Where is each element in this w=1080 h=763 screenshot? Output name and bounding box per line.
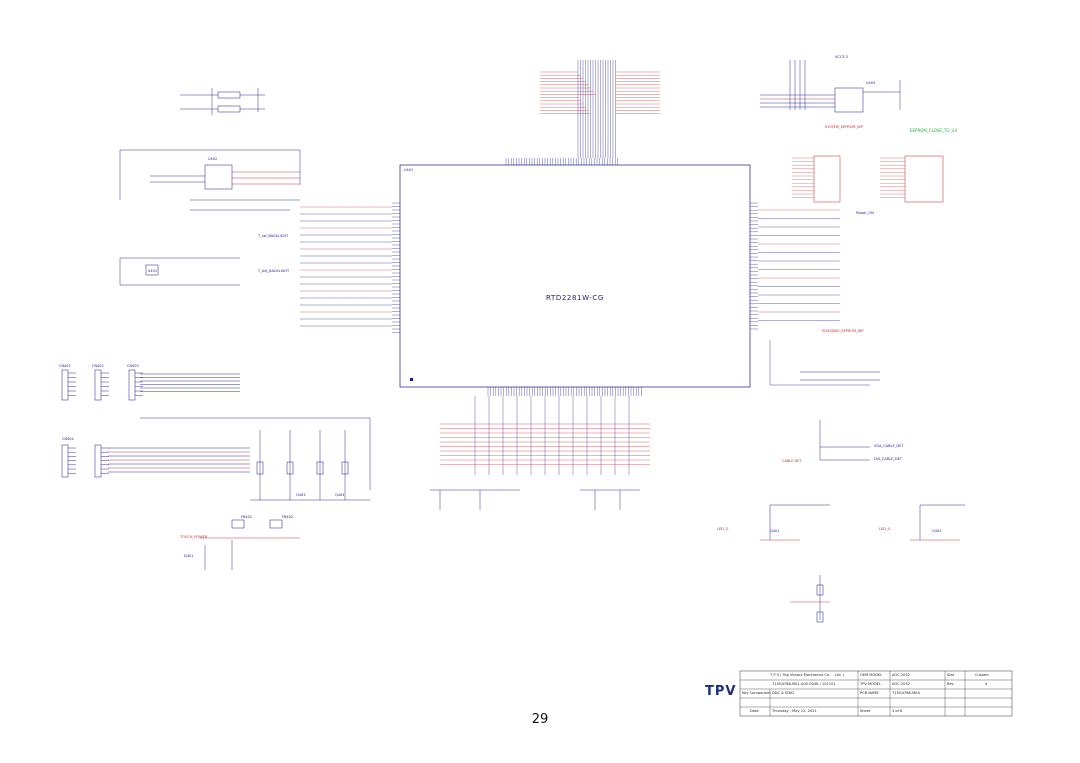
tb-tpv-model-label: TPV MODEL <box>860 682 881 686</box>
ref-q401: Q401 <box>770 529 779 533</box>
ref-q404: Q404 <box>335 493 345 497</box>
title-block <box>739 670 1013 717</box>
tb-rev-value: 4 <box>985 682 988 686</box>
tpv-logo: TPV <box>705 684 737 699</box>
net-label-vcc: VCC3.3 <box>835 55 848 59</box>
net-label-adj-backlight: T_Adj_BACKLIGHT <box>257 269 290 273</box>
net-label-system-eeprom: SYSTEM_EEPROM_WP <box>825 125 863 129</box>
ferrite-fb401 <box>231 519 245 529</box>
connector-block <box>813 155 841 203</box>
ref-fb401: FB401 <box>241 515 252 519</box>
eeprom-u403 <box>834 87 864 113</box>
ic-part-name: RTD2281W-CG <box>546 294 604 302</box>
resistor <box>816 611 824 623</box>
tb-key-component: DDC & EDID <box>772 691 794 695</box>
tb-pcb-name: 715G4786-M0A <box>892 691 920 695</box>
tb-drawing-no: 715G4786-M01-000-004K / 101101 <box>772 682 836 686</box>
ic-body-rtd2281w <box>399 164 751 388</box>
tb-date-label: Date <box>750 709 759 713</box>
connector-block <box>904 155 944 203</box>
net-label-dvi-cable: DVI_CABLE_DET <box>874 457 903 461</box>
connector-cn <box>61 369 69 401</box>
tb-key-component-label: Key Component <box>742 691 771 695</box>
net-label-led-o: LED_O <box>717 527 729 531</box>
page-number: 29 <box>531 712 549 727</box>
resistor <box>341 461 349 475</box>
resistor <box>316 461 324 475</box>
ref-cn403: CN403 <box>127 364 139 368</box>
tb-oem-model: AOC 2052 <box>892 673 911 677</box>
ref-cn404: CN404 <box>62 437 75 441</box>
tb-tpv-model: AOC 2052 <box>892 682 911 686</box>
net-label-eeprom-close: EEPROM_CLOSE_TO_U4 <box>910 128 957 133</box>
tb-rev-label: Rev <box>947 682 954 686</box>
ferrite-fb402 <box>269 519 283 529</box>
ref-fb402: FB402 <box>282 515 293 519</box>
ref-x401: X401 <box>148 269 157 273</box>
ref-u402: U402 <box>208 157 217 161</box>
fuse-fb <box>217 105 241 113</box>
resistor <box>256 461 264 475</box>
tb-oem-model-label: OEM MODEL <box>860 673 883 677</box>
connector-cn <box>94 444 102 478</box>
tb-size-label: Size <box>947 673 955 677</box>
tb-pcb-name-label: PCB NAME <box>860 691 879 695</box>
tb-sheet: 3 of 6 <box>892 709 903 713</box>
connector-cn <box>61 444 69 478</box>
fuse-fb <box>217 91 241 99</box>
connector-cn <box>94 369 102 401</box>
ref-u403: U403 <box>866 81 875 85</box>
connector-cn <box>128 369 136 401</box>
net-label-led-g: LED_G <box>879 527 891 531</box>
tb-sheet-label: Sheet <box>860 709 871 713</box>
ref-q402: Q402 <box>932 529 941 533</box>
net-label-vga-cable: VGA_CABLE_DET <box>874 444 904 448</box>
net-label-edid-eeprom: EDID/DDC_EEPROM_WP <box>822 329 863 333</box>
net-label-touch-power: TOUCH_POWER <box>179 535 208 539</box>
resistor <box>816 584 824 596</box>
ref-q403: Q403 <box>296 493 305 497</box>
net-label-backlight: T_sw_BACKLIGHT <box>257 234 289 238</box>
net-label-cable-det: CABLE DET <box>782 459 802 463</box>
ref-cn402: CN402 <box>92 364 104 368</box>
tb-company: T P V ( Top Victory Electronics Co . , L… <box>770 673 845 677</box>
tb-date: Thursday , May 12, 2011 <box>772 709 817 713</box>
crystal-x401 <box>145 264 159 276</box>
net-label-power-on: Power_ON <box>856 211 874 215</box>
schematic-wires <box>68 60 965 620</box>
resistor <box>286 461 294 475</box>
regulator-u402 <box>204 164 233 190</box>
ref-d401: D401 <box>184 554 193 558</box>
ic-ref: U401 <box>404 168 413 172</box>
schematic-parts <box>61 87 944 623</box>
tb-size-value: Custom <box>975 673 989 677</box>
ref-cn401: CN401 <box>59 364 71 368</box>
ic-pin1-marker <box>410 378 413 381</box>
